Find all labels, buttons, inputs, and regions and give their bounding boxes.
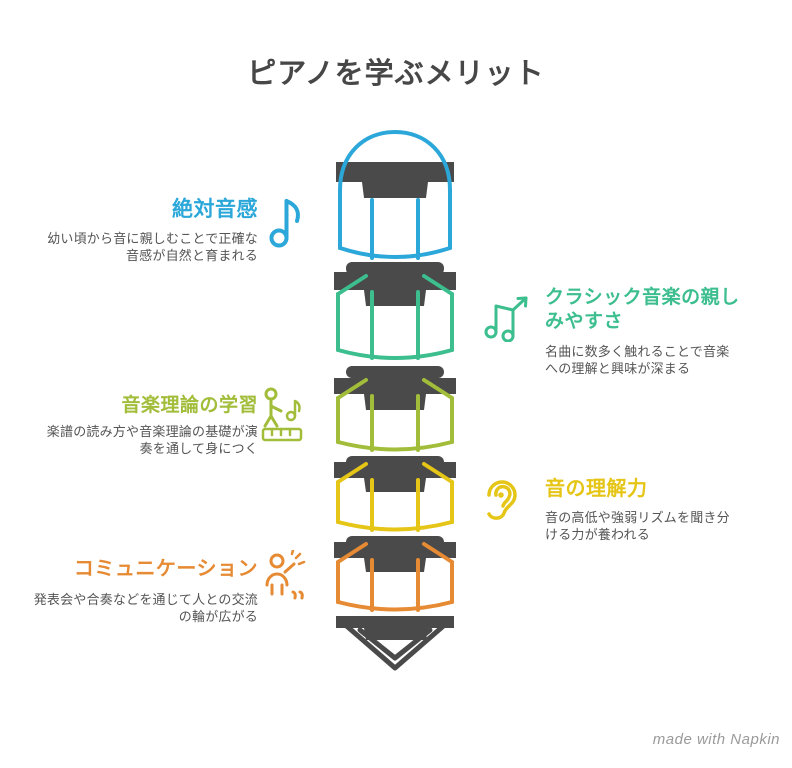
ear-icon (482, 474, 522, 529)
section-description-sound-comprehension: 音の高低や強弱リズムを聞き分ける力が養われる (545, 510, 730, 542)
pencil-tip (339, 619, 451, 671)
pencil-segment-5 (336, 542, 454, 612)
watermark: made with Napkin (652, 731, 780, 748)
section-description-communication: 発表会や合奏などを通じて人との交流の輪が広がる (33, 592, 258, 624)
section-label-communication: コミュニケーション (73, 558, 258, 580)
section-label-sound-comprehension: 音の理解力 (545, 478, 648, 500)
pencil-segment-2 (336, 274, 454, 360)
pencil-dark-bands (334, 162, 456, 640)
section-description-music-theory: 楽譜の読み方や音楽理論の基礎が演奏を通して身につく (46, 424, 258, 456)
rising-notes-icon (482, 290, 534, 347)
section-label-perfect-pitch: 絶対音感 (172, 198, 258, 221)
section-description-classical-music: 名曲に数多く触れることで音楽への理解と興味が深まる (545, 344, 730, 376)
communication-icon (260, 548, 306, 611)
section-label-classical-music: クラシック音楽の親しみやすさ (545, 287, 740, 332)
page-title: ピアノを学ぶメリット (247, 58, 545, 90)
piano-practice-icon (260, 384, 304, 449)
section-label-music-theory: 音楽理論の学習 (121, 395, 258, 416)
pencil-diagram (334, 130, 456, 671)
eighth-note-icon (266, 192, 306, 255)
pencil-segment-3 (336, 378, 454, 452)
section-description-perfect-pitch: 幼い頃から音に親しむことで正確な音感が自然と育まれる (47, 231, 258, 263)
pencil-segment-4 (336, 462, 454, 532)
pencil-segment-cap (338, 130, 452, 260)
